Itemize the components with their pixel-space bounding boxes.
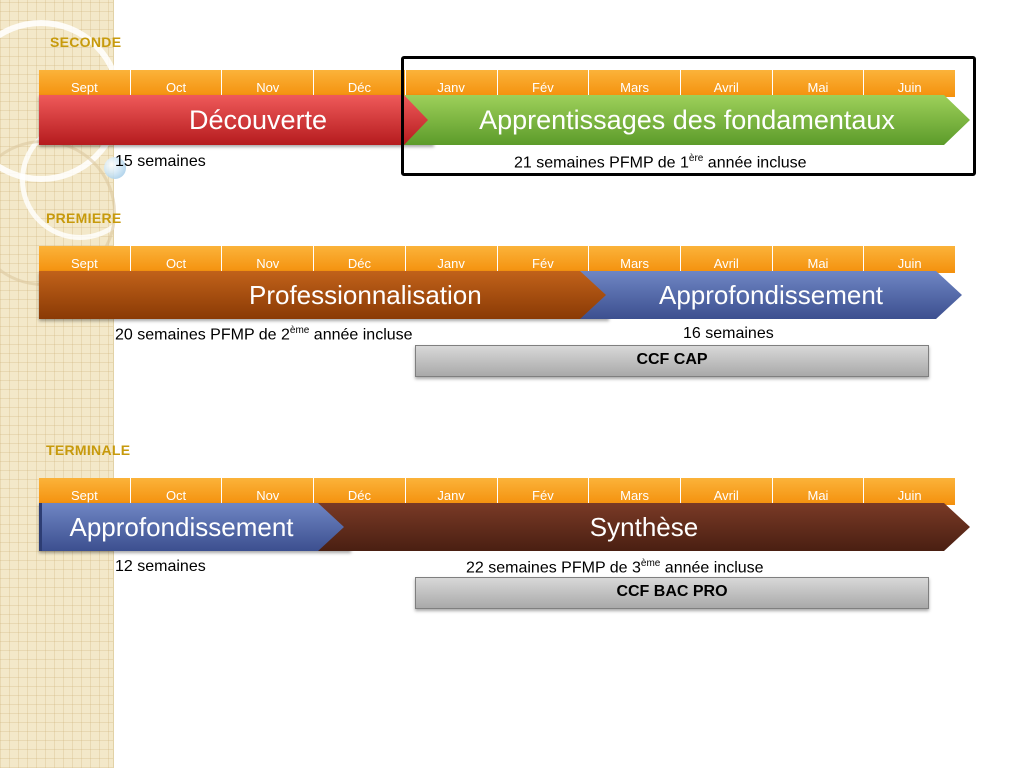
section-label-premiere: PREMIERE	[46, 210, 122, 226]
ccf-cap-banner: CCF CAP	[415, 345, 929, 377]
phase-approfondissement: Approfondissement	[580, 271, 962, 319]
month-cell: Déc	[314, 70, 406, 97]
month-cell: Fév	[497, 478, 590, 505]
month-cell: Sept	[39, 70, 131, 97]
month-cell: Nov	[222, 478, 315, 505]
month-cell: Juin	[864, 478, 956, 505]
month-bar-premiere: Sept Oct Nov Déc Janv Fév Mars Avril Mai…	[39, 246, 956, 273]
month-cell: Avril	[680, 70, 773, 97]
phase-professionnalisation: Professionnalisation	[39, 271, 609, 319]
month-bar-seconde: Sept Oct Nov Déc Janv Fév Mars Avril Mai…	[39, 70, 956, 97]
month-cell: Mai	[772, 478, 865, 505]
duration-note: 12 semaines	[115, 558, 206, 575]
month-cell: Janv	[405, 478, 498, 505]
section-label-seconde: SECONDE	[50, 34, 122, 50]
duration-note: 20 semaines PFMP de 2ème année incluse	[115, 325, 413, 344]
month-cell: Nov	[222, 246, 315, 273]
month-cell: Mars	[589, 70, 681, 97]
phase-label: Approfondissement	[69, 512, 294, 542]
month-cell: Oct	[130, 70, 223, 97]
month-cell: Juin	[864, 246, 956, 273]
month-bar-terminale: Sept Oct Nov Déc Janv Fév Mars Avril Mai…	[39, 478, 956, 505]
duration-note: 22 semaines PFMP de 3ème année incluse	[466, 558, 764, 577]
month-cell: Mai	[772, 70, 865, 97]
month-cell: Oct	[130, 478, 223, 505]
phase-label: Synthèse	[589, 512, 699, 542]
phase-decouverte: Découverte	[39, 95, 434, 145]
month-cell: Déc	[314, 246, 406, 273]
phase-apprentissages-fondamentaux: Apprentissages des fondamentaux	[404, 95, 970, 145]
highlight-frame	[401, 56, 976, 176]
month-cell: Janv	[405, 246, 498, 273]
month-cell: Sept	[39, 246, 131, 273]
duration-note: 21 semaines PFMP de 1ère année incluse	[514, 153, 807, 172]
phase-label: Apprentissages des fondamentaux	[479, 105, 895, 135]
duration-note: 16 semaines	[683, 325, 774, 342]
month-cell: Avril	[680, 478, 773, 505]
decorative-bubble	[104, 157, 126, 179]
month-cell: Juin	[864, 70, 956, 97]
month-cell: Avril	[680, 246, 773, 273]
month-cell: Sept	[39, 478, 131, 505]
month-cell: Janv	[405, 70, 498, 97]
month-cell: Fév	[497, 246, 590, 273]
phase-synthese: Synthèse	[318, 503, 970, 551]
duration-note: 15 semaines	[115, 153, 206, 170]
month-cell: Mai	[772, 246, 865, 273]
phase-approfondissement: Approfondissement	[39, 503, 351, 551]
phase-label: Approfondissement	[658, 280, 884, 310]
month-cell: Déc	[314, 478, 406, 505]
phase-label: Professionnalisation	[249, 280, 482, 310]
month-cell: Mars	[589, 478, 681, 505]
month-cell: Fév	[497, 70, 590, 97]
month-cell: Mars	[589, 246, 681, 273]
section-label-terminale: TERMINALE	[46, 442, 131, 458]
ccf-bac-pro-banner: CCF BAC PRO	[415, 577, 929, 609]
month-cell: Nov	[222, 70, 315, 97]
phase-label: Découverte	[189, 105, 328, 135]
month-cell: Oct	[130, 246, 223, 273]
